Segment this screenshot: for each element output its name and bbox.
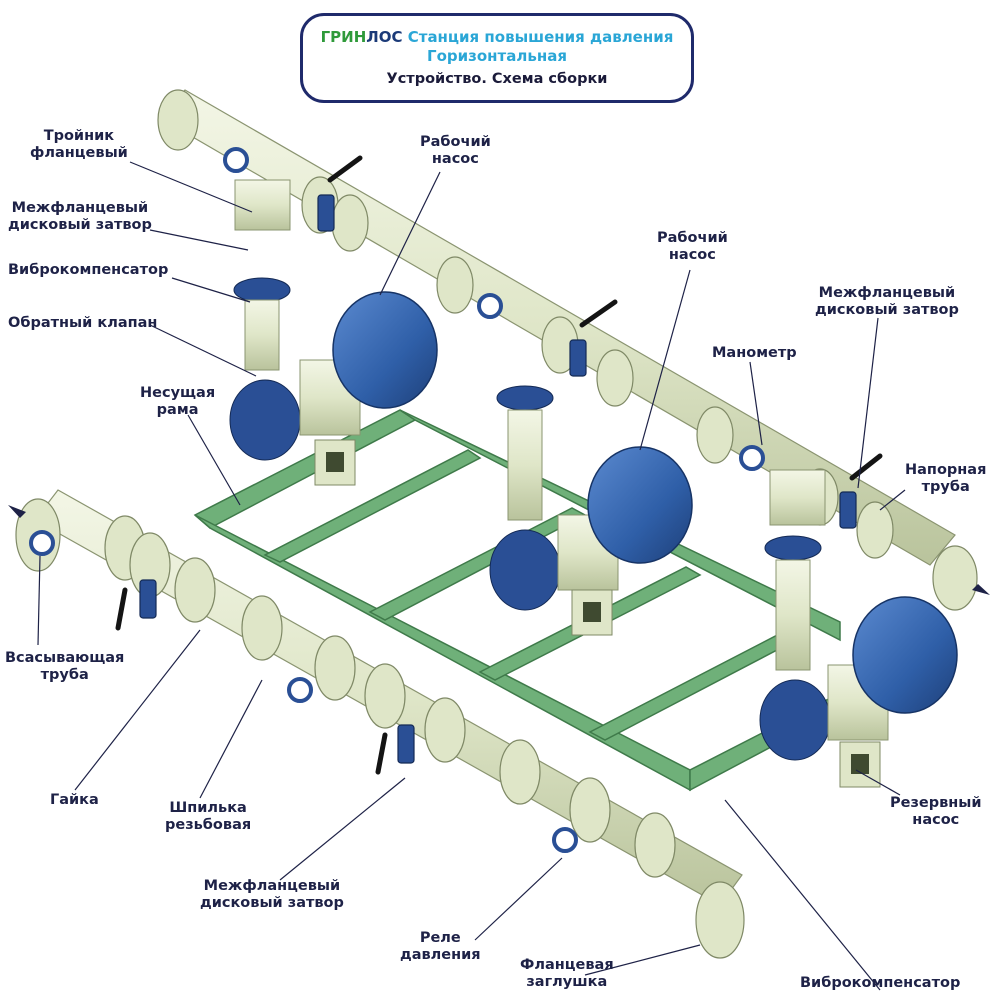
label-support-frame-line-1: Несущая [140,385,216,401]
label-vct-line-1: Виброкомпенсатор [8,262,169,278]
label-reserve-pump: Резервный насос [890,795,982,829]
label-discharge-pipe: Напорная труба [905,462,986,496]
label-check-valve: Обратный клапан [8,315,157,332]
label-nut: Гайка [50,792,99,809]
label-pressure-switch-line-2: давления [400,947,481,963]
label-support-frame: Несущая рама [140,385,215,419]
label-flange-plug-line-2: заглушка [526,974,608,990]
flow-arrows [8,505,990,595]
label-tee: Тройник фланцевый [30,128,128,162]
label-suction-pipe-line-2: труба [40,667,89,683]
label-suction-pipe: Всасывающая труба [5,650,124,684]
label-suction-pipe-line-1: Всасывающая [5,650,125,666]
label-check-valve-line-1: Обратный клапан [8,315,158,331]
label-threaded-stud-line-1: Шпилька [169,800,247,816]
label-reserve-pump-line-1: Резервный [890,795,982,811]
label-bvtr-line-2: дисковый затвор [815,302,959,318]
label-bvtl-line-1: Межфланцевый [11,200,149,216]
label-support-frame-line-2: рама [156,402,199,418]
brand-blue: ЛОС [366,28,403,46]
label-wp2-line-1: Рабочий [657,230,728,246]
label-bvb-line-2: дисковый затвор [200,895,344,911]
label-threaded-stud-line-2: резьбовая [165,817,252,833]
discharge-header [157,89,978,611]
suction-header [15,489,745,959]
pump-unit-3 [759,535,958,788]
label-wp1-line-1: Рабочий [420,134,491,150]
label-wp2-line-2: насос [668,247,716,263]
leader-lines [37,161,906,991]
label-bvb-line-1: Межфланцевый [203,878,341,894]
label-threaded-stud: Шпилька резьбовая [165,800,251,834]
title-station: Станция повышения давления [402,28,674,46]
label-butterfly-valve-top-left: Межфланцевый дисковый затвор [8,200,152,234]
label-bvtr-line-1: Межфланцевый [818,285,956,301]
pump-unit-2 [489,385,693,636]
label-reserve-pump-line-2: насос [912,812,960,828]
label-pressure-switch-line-1: Реле [419,930,461,946]
brand-green: ГРИН [320,28,367,46]
label-butterfly-valve-top-right: Межфланцевый дисковый затвор [815,285,959,319]
label-working-pump-1: Рабочий насос [420,134,491,168]
label-pressure-gauge: Манометр [712,345,797,362]
label-nut-line-1: Гайка [50,792,99,808]
label-bvtl-line-2: дисковый затвор [8,217,152,233]
title-line-2: Горизонтальная [427,47,567,65]
label-flange-plug-line-1: Фланцевая [520,957,614,973]
label-vibro-compensator-top: Виброкомпенсатор [8,262,168,279]
label-vcb-line-1: Виброкомпенсатор [800,975,961,991]
label-pressure-gauge-line-1: Манометр [712,345,797,361]
label-pressure-switch: Реле давления [400,930,481,964]
label-working-pump-2: Рабочий насос [657,230,728,264]
title-box: ГРИНЛОС Станция повышения давления Гориз… [300,13,694,103]
label-tee-line-2: фланцевый [30,145,128,161]
label-vibro-compensator-bottom: Виброкомпенсатор [800,975,960,992]
label-butterfly-valve-bottom: Межфланцевый дисковый затвор [200,878,344,912]
label-flange-plug: Фланцевая заглушка [520,957,614,991]
label-discharge-pipe-line-2: труба [921,479,970,495]
title-line-3: Устройство. Схема сборки [386,71,608,87]
label-wp1-line-2: насос [431,151,479,167]
label-discharge-pipe-line-1: Напорная [905,462,987,478]
title-line-1: ГРИНЛОС Станция повышения давления [303,28,691,47]
pump-unit-1 [229,277,438,486]
label-tee-line-1: Тройник [43,128,115,144]
